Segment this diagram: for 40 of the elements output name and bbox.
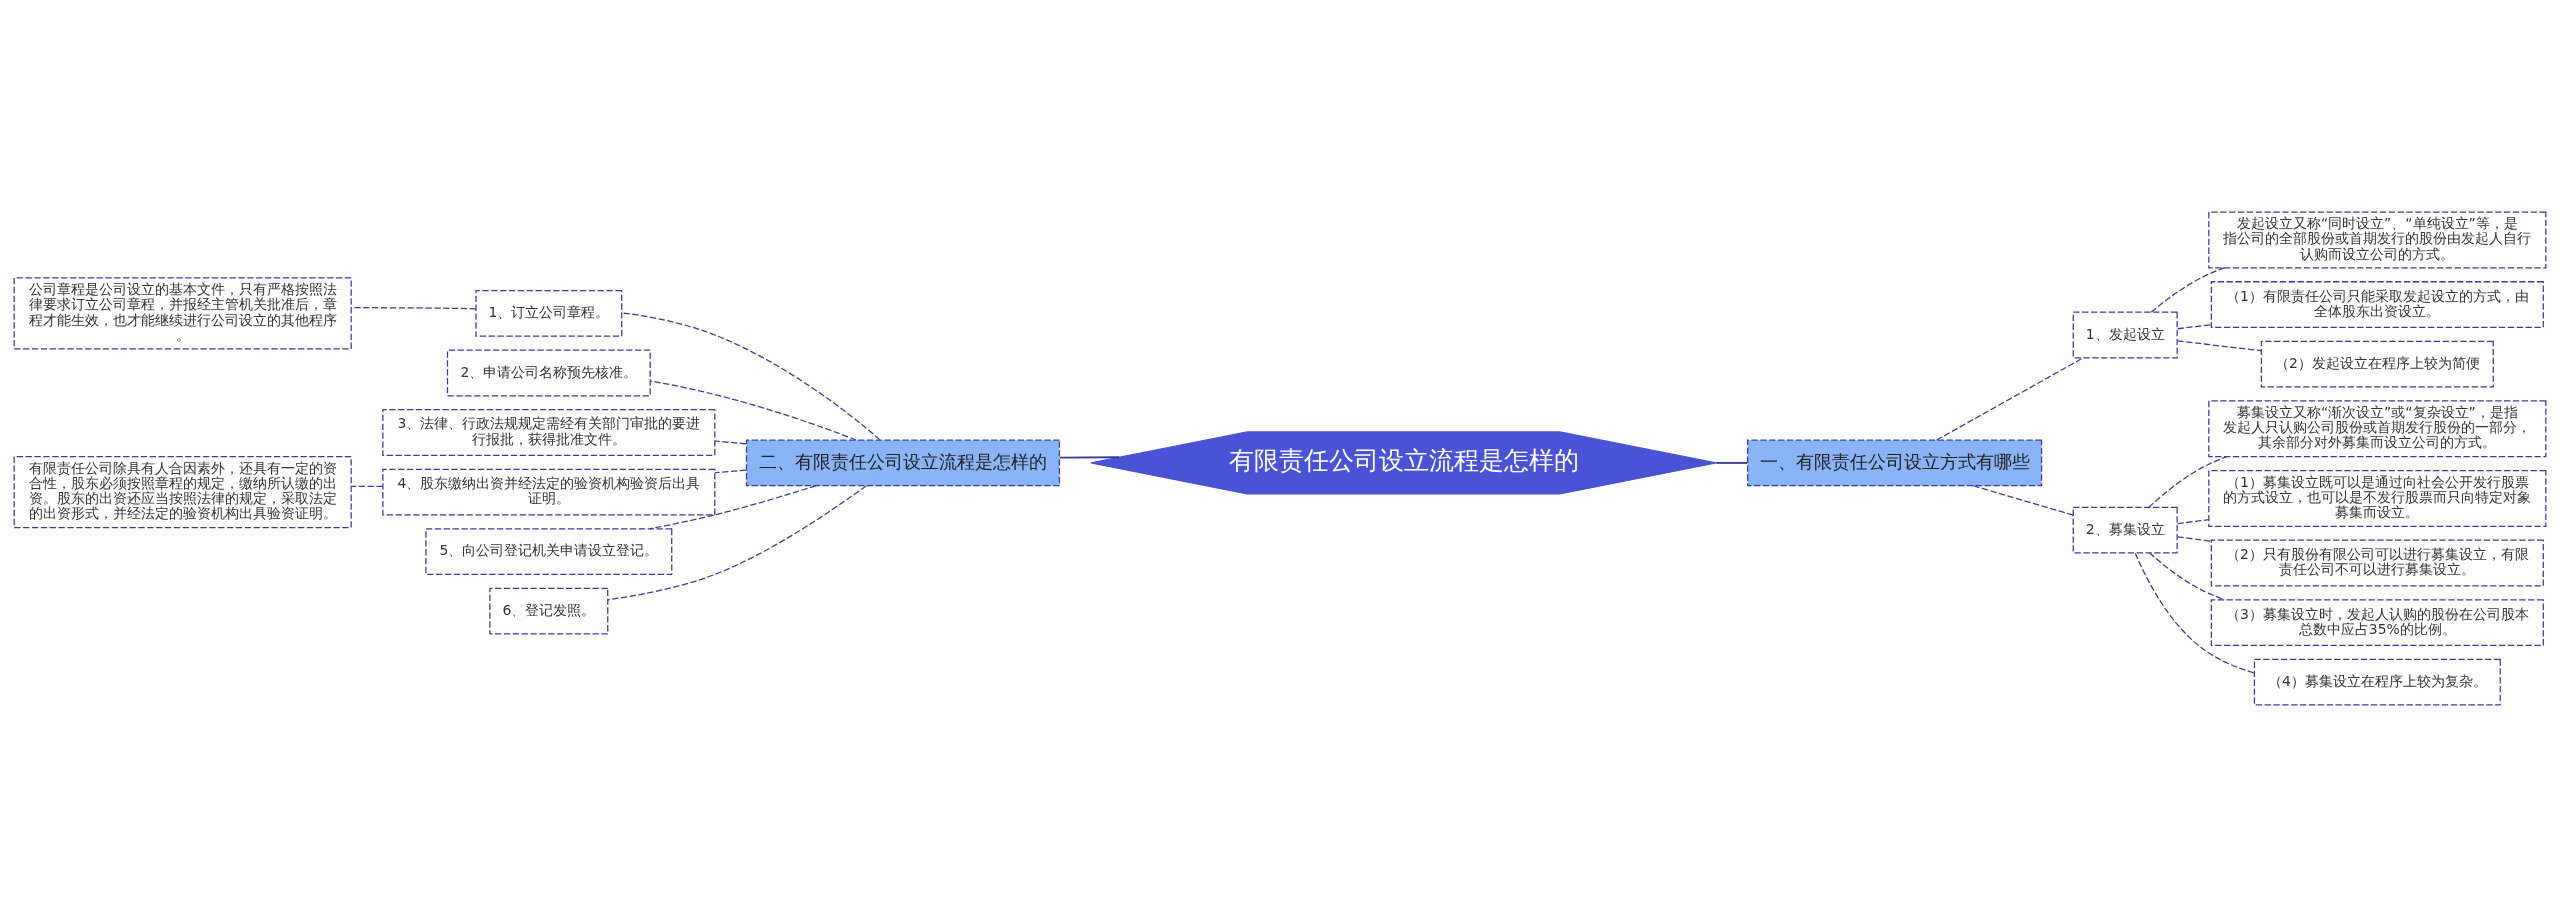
connector [2150, 266, 2225, 313]
connector [2176, 323, 2212, 329]
node-box: 有限责任公司除具有人合因素外，还具有一定的资合性，股东必须按照章程的规定，缴纳所认缴的出资。股东的出资还应当按照法律的规定，采取法定的出资形式，并经法定的验资机构出具验资证明。 [13, 455, 352, 528]
node-box: （1）有限责任公司只能采取发起设立的方式，由全体股东出资设立。 [2210, 280, 2544, 328]
connector [714, 439, 747, 444]
node-box: （1）募集设立既可以是通过向社会公开发行股票的方式设立，也可以是不发行股票而只向特定对象募集而设立。 [2208, 469, 2547, 527]
connector [1972, 484, 2074, 516]
connector [607, 484, 867, 600]
node-box: 公司章程是公司设立的基本文件，只有严格按照法律要求订立公司章程，并报经主管机关批准后，章程才能生效，也才能继续进行公司设立的其他程序。 [13, 276, 352, 350]
node-box: （2）只有股份有限公司可以进行募集设立，有限责任公司不可以进行募集设立。 [2210, 539, 2544, 586]
connector [350, 306, 477, 309]
node-box: （3）募集设立时，发起人认购的股份在公司股本总数中应占35%的比例。 [2210, 598, 2544, 646]
connector [649, 484, 817, 529]
node-box: 募集设立又称“渐次设立”或“复杂设立”，是指发起人只认购公司股份或首期发行股份的一部分，其余部分对外募集而设立公司的方式。 [2208, 399, 2547, 457]
connector [2148, 455, 2228, 508]
connector [1936, 356, 2084, 441]
connector [350, 485, 384, 487]
node-box: 二、有限责任公司设立流程是怎样的 [745, 439, 1061, 486]
connector [1715, 461, 1749, 464]
connector [621, 311, 881, 440]
connector [2134, 552, 2255, 674]
connector [2149, 551, 2226, 600]
node-box: 发起设立又称“同时设立”、“单纯设立”等，是指公司的全部股份或首期发行的股份由发起人自行认购而设立公司的方式。 [2208, 210, 2547, 268]
node-box: 3、法律、行政法规规定需经有关部门审批的要进行报批，获得批准文件。 [382, 408, 716, 456]
node-box: 1、发起设立 [2072, 311, 2178, 358]
node-box: 2、申请公司名称预先核准。 [446, 349, 651, 396]
node-box: 6、登记发照。 [489, 587, 609, 635]
node-box: 2、募集设立 [2072, 506, 2178, 554]
node-box: 1、订立公司章程。 [475, 289, 623, 337]
node-box: （4）募集设立在程序上较为复杂。 [2253, 658, 2501, 706]
node-box: 一、有限责任公司设立方式有哪些 [1747, 439, 2043, 486]
connector [714, 469, 747, 473]
connector [2176, 518, 2210, 524]
node-box: （2）发起设立在程序上较为简便 [2260, 340, 2494, 388]
node-box: 5、向公司登记机关申请设立登记。 [425, 527, 673, 575]
connector [649, 379, 857, 441]
connector [1058, 455, 1121, 459]
connector [2176, 339, 2262, 351]
connector [2176, 535, 2212, 542]
node-box: 4、股东缴纳出资并经法定的验资机构验资后出具证明。 [382, 468, 716, 515]
